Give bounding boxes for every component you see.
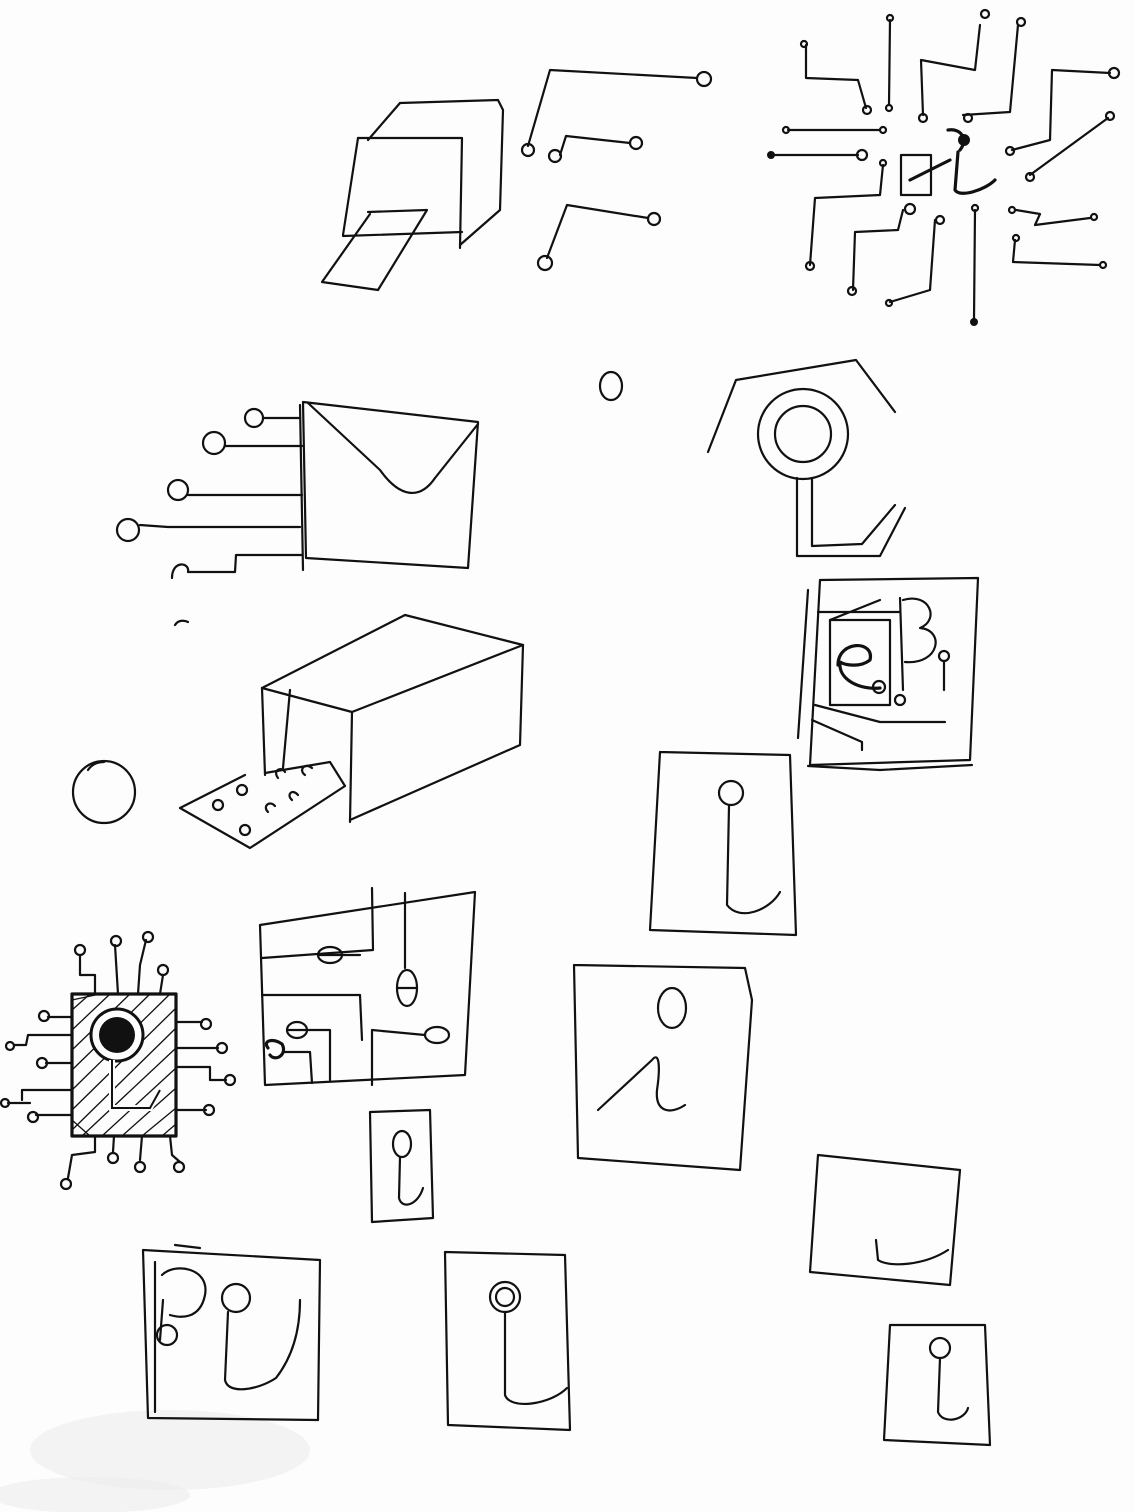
printer-box-with-paper: [178, 613, 525, 850]
i-logo-box-tall: [648, 750, 798, 937]
printer-with-circuit-traces: [320, 68, 713, 292]
eb-monogram-circuit-box: [796, 576, 980, 772]
j-hook-box: [808, 1153, 962, 1287]
round-ball: [71, 759, 137, 825]
microchip-with-pins: [0, 930, 237, 1191]
i-logo-box-large: [572, 963, 754, 1172]
pi-logo-box: [141, 1243, 322, 1422]
i-logo-box-ring: [443, 1250, 572, 1432]
small-circle: [598, 370, 624, 402]
circuit-panel: [258, 886, 477, 1087]
house-outline-with-ring-trace: [706, 358, 907, 558]
i-logo-box-small: [368, 1108, 435, 1224]
i-logo-box-corner: [882, 1323, 992, 1447]
envelope-with-circuit-pins: [115, 400, 480, 627]
ei-logo-with-circuit-traces: [767, 8, 1121, 326]
